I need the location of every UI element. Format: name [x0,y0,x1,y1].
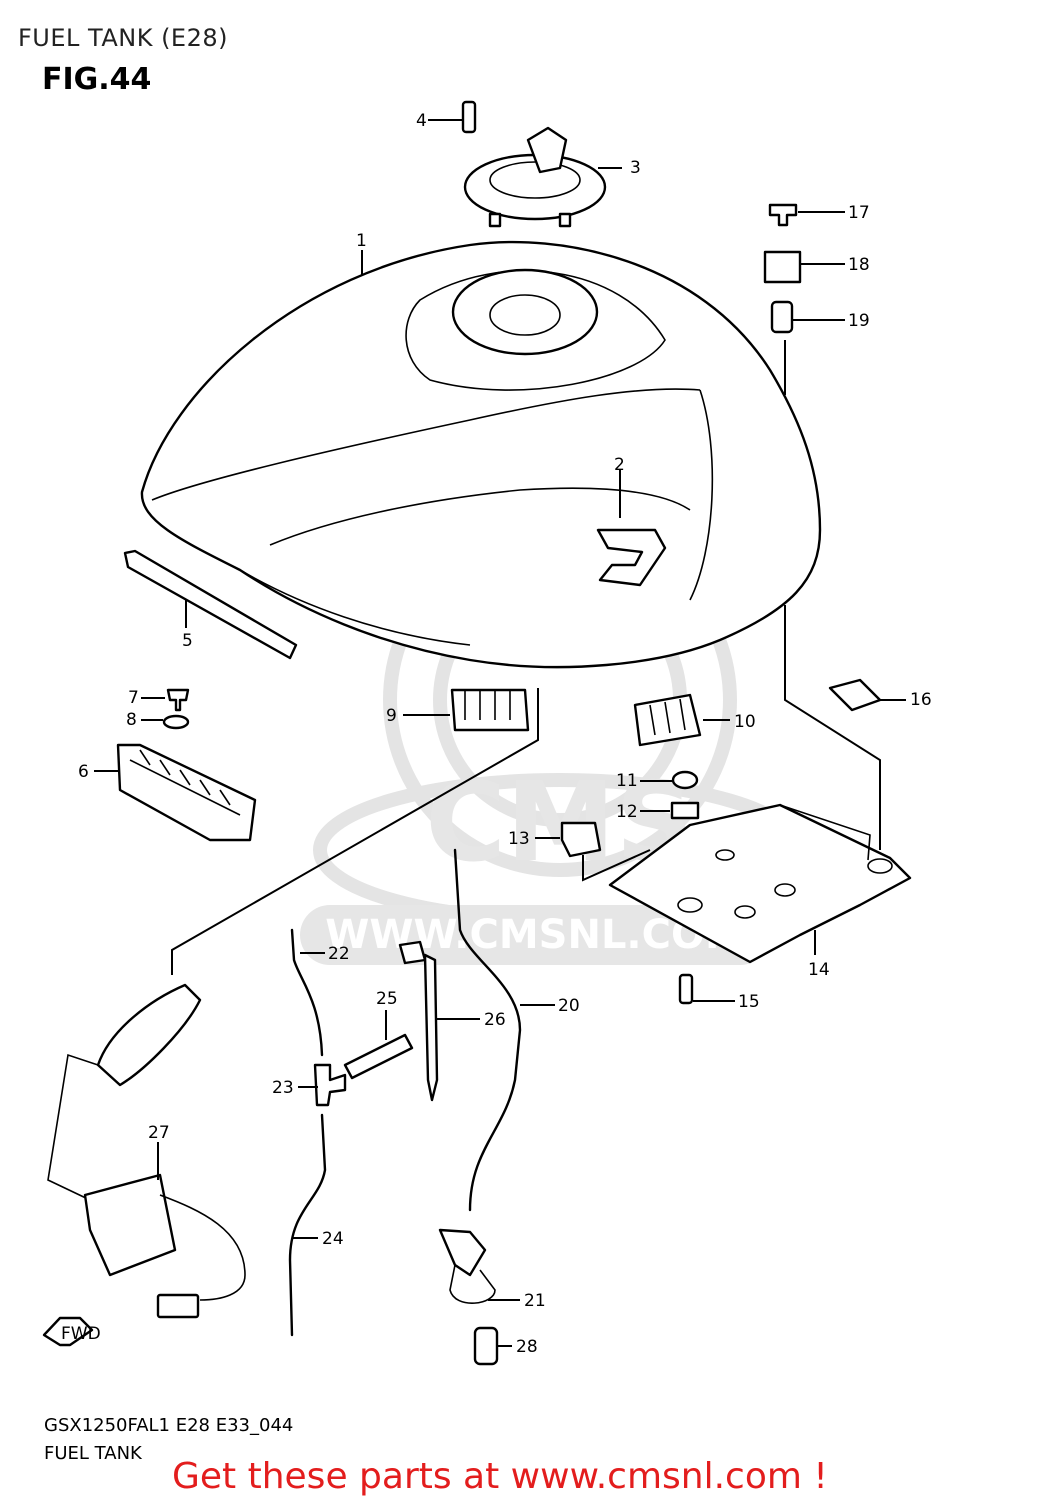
callout-9: 9 [386,706,397,726]
callout-19: 19 [848,311,870,331]
callout-24: 24 [322,1229,344,1249]
mounting-plate-11 [608,803,912,964]
cta-banner[interactable]: Get these parts at www.cmsnl.com ! [172,1456,828,1497]
tank-bracket [116,743,257,842]
tank-strip [123,549,298,660]
tank-emblem [596,528,667,587]
hose-22 [290,928,324,1057]
callout-17: 17 [848,203,870,223]
bolt-14 [678,973,694,1005]
cushion-18 [763,250,802,284]
damper-10 [633,693,702,747]
callout-5: 5 [182,631,193,651]
screw-7 [166,688,190,712]
callout-27: 27 [148,1123,170,1143]
fuel-cap [463,126,607,228]
leader-lines [94,119,906,1347]
callout-11: 11 [616,771,638,791]
callout-10: 10 [734,712,756,732]
callout-21: 21 [524,1291,546,1311]
page-title: FUEL TANK (E28) [18,24,228,52]
callout-25: 25 [376,989,398,1009]
pad-16 [828,678,882,712]
cap-15 [560,821,602,858]
fwd-label: FWD [61,1324,101,1344]
sensor-26 [398,940,439,1102]
pipe-25 [343,1033,414,1080]
callout-15: 15 [738,992,760,1012]
bolt-17 [768,203,798,227]
hose-20 [453,848,522,1212]
callout-12: 12 [616,802,638,822]
figure-number: FIG.44 [42,62,152,97]
fuel-tank-body [140,240,822,669]
callout-20: 20 [558,996,580,1016]
cap-bolt [461,100,477,134]
callout-22: 22 [328,944,350,964]
callout-14: 14 [808,960,830,980]
callout-16: 16 [910,690,932,710]
damper-9 [450,688,530,732]
joint-23 [313,1063,347,1107]
callout-1: 1 [356,231,367,251]
callout-8: 8 [126,710,137,730]
fuel-pump-27 [47,983,246,1319]
callout-13: 13 [508,829,530,849]
collar-19 [770,300,794,334]
callout-18: 18 [848,255,870,275]
callout-7: 7 [128,688,139,708]
callout-23: 23 [272,1078,294,1098]
grommet-12 [671,770,699,790]
callout-28: 28 [516,1337,538,1357]
callout-6: 6 [78,762,89,782]
washer-8 [162,714,190,730]
hose-24 [288,1113,327,1337]
callout-2: 2 [614,455,625,475]
forward-direction-badge: FWD [42,1316,101,1347]
diagram-code: GSX1250FAL1 E28 E33_044 [44,1415,294,1436]
callout-26: 26 [484,1010,506,1030]
collar-28 [473,1326,499,1366]
callout-4: 4 [416,111,427,131]
clamp-21 [438,1228,496,1304]
callout-3: 3 [630,158,641,178]
diagram-subtitle: FUEL TANK [44,1443,142,1464]
collar-13 [670,801,700,820]
